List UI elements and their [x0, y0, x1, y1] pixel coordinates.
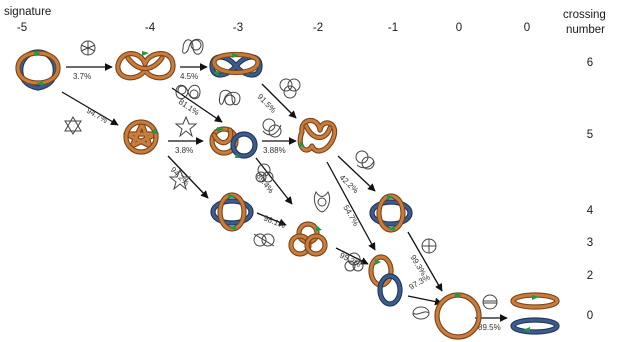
sketch-knot-icon [175, 84, 201, 100]
sketch-knot-icon [174, 115, 198, 138]
transition-probability-label: 3.7% [73, 72, 91, 81]
sketch-knot-icon [255, 163, 274, 183]
sketch-knot-icon [279, 78, 301, 99]
transition-arrow [261, 83, 297, 119]
crossing-number-value: 6 [587, 57, 593, 69]
transition-arrow [335, 247, 369, 265]
sketch-knot-icon [344, 252, 364, 272]
sketch-knot-icon [219, 89, 241, 106]
sketch-knot-icon [262, 118, 282, 138]
sketch-knot-icon [412, 306, 430, 320]
transition-probability-label: 89.5% [478, 323, 501, 332]
crossing-number-value: 4 [587, 205, 594, 217]
signature-value: 0 [456, 22, 462, 34]
transition-arrow [337, 155, 376, 192]
transition-probability-label: 95.2% [338, 251, 362, 269]
knot-diagram [288, 221, 328, 257]
signature-value: -5 [17, 22, 27, 34]
sketch-knot-icon [482, 294, 498, 310]
transition-probability-label: 3.8% [175, 146, 193, 155]
signature-value: -2 [313, 22, 323, 34]
knot-diagram [368, 254, 403, 307]
knot-diagram [210, 192, 254, 232]
sketch-knot-icon [355, 150, 375, 170]
knot-diagram [115, 51, 176, 81]
sketch-knot-icon [313, 191, 331, 213]
sketch-knot-icon [253, 233, 275, 247]
transition-probability-label: 4.5% [180, 72, 198, 81]
crossing-number-value: 5 [587, 129, 593, 141]
sketch-knot-icon [80, 40, 96, 56]
knot-diagram [123, 119, 159, 155]
knot-diagram [297, 117, 338, 154]
transition-arrow [61, 91, 119, 126]
knot-diagram [209, 51, 263, 78]
crossing-number-value: 2 [587, 270, 593, 282]
transition-arrow [407, 295, 443, 306]
crossing-number-value: 0 [587, 310, 593, 322]
transition-arrow [326, 161, 376, 251]
knot-diagram [369, 193, 413, 233]
crossing-number-label-line2: number [566, 24, 605, 36]
transition-arrow [407, 231, 443, 292]
crossing-number-value: 3 [587, 237, 593, 249]
sketch-knot-icon [421, 238, 437, 254]
signature-value: -1 [388, 22, 398, 34]
sketch-knot-icon [182, 38, 204, 55]
sketch-knot-icon [64, 115, 82, 135]
transition-probability-label: 94.7% [85, 106, 109, 125]
transition-probability-label: 3.88% [263, 146, 286, 155]
transition-probability-label: 98.1% [262, 214, 286, 231]
signature-value: -3 [233, 22, 243, 34]
transition-arrow [256, 212, 287, 226]
signature-value: -4 [145, 22, 156, 34]
transition-probability-label: 81.1% [177, 97, 201, 117]
crossing-number-label-line1: crossing [563, 9, 606, 21]
transition-probability-label: 91.5% [256, 92, 278, 115]
knot-diagram [209, 126, 258, 159]
sketch-knot-icon [168, 168, 192, 191]
signature-axis-label: signature [4, 6, 51, 18]
knot-diagram [15, 49, 61, 91]
knot-diagram [510, 292, 560, 335]
signature-value: 0 [524, 22, 530, 34]
transition-arrow [255, 157, 293, 205]
transition-probability-label: 42.2% [338, 173, 361, 195]
transition-probability-label: 54.7% [341, 204, 360, 228]
knot-diagram [434, 292, 482, 340]
